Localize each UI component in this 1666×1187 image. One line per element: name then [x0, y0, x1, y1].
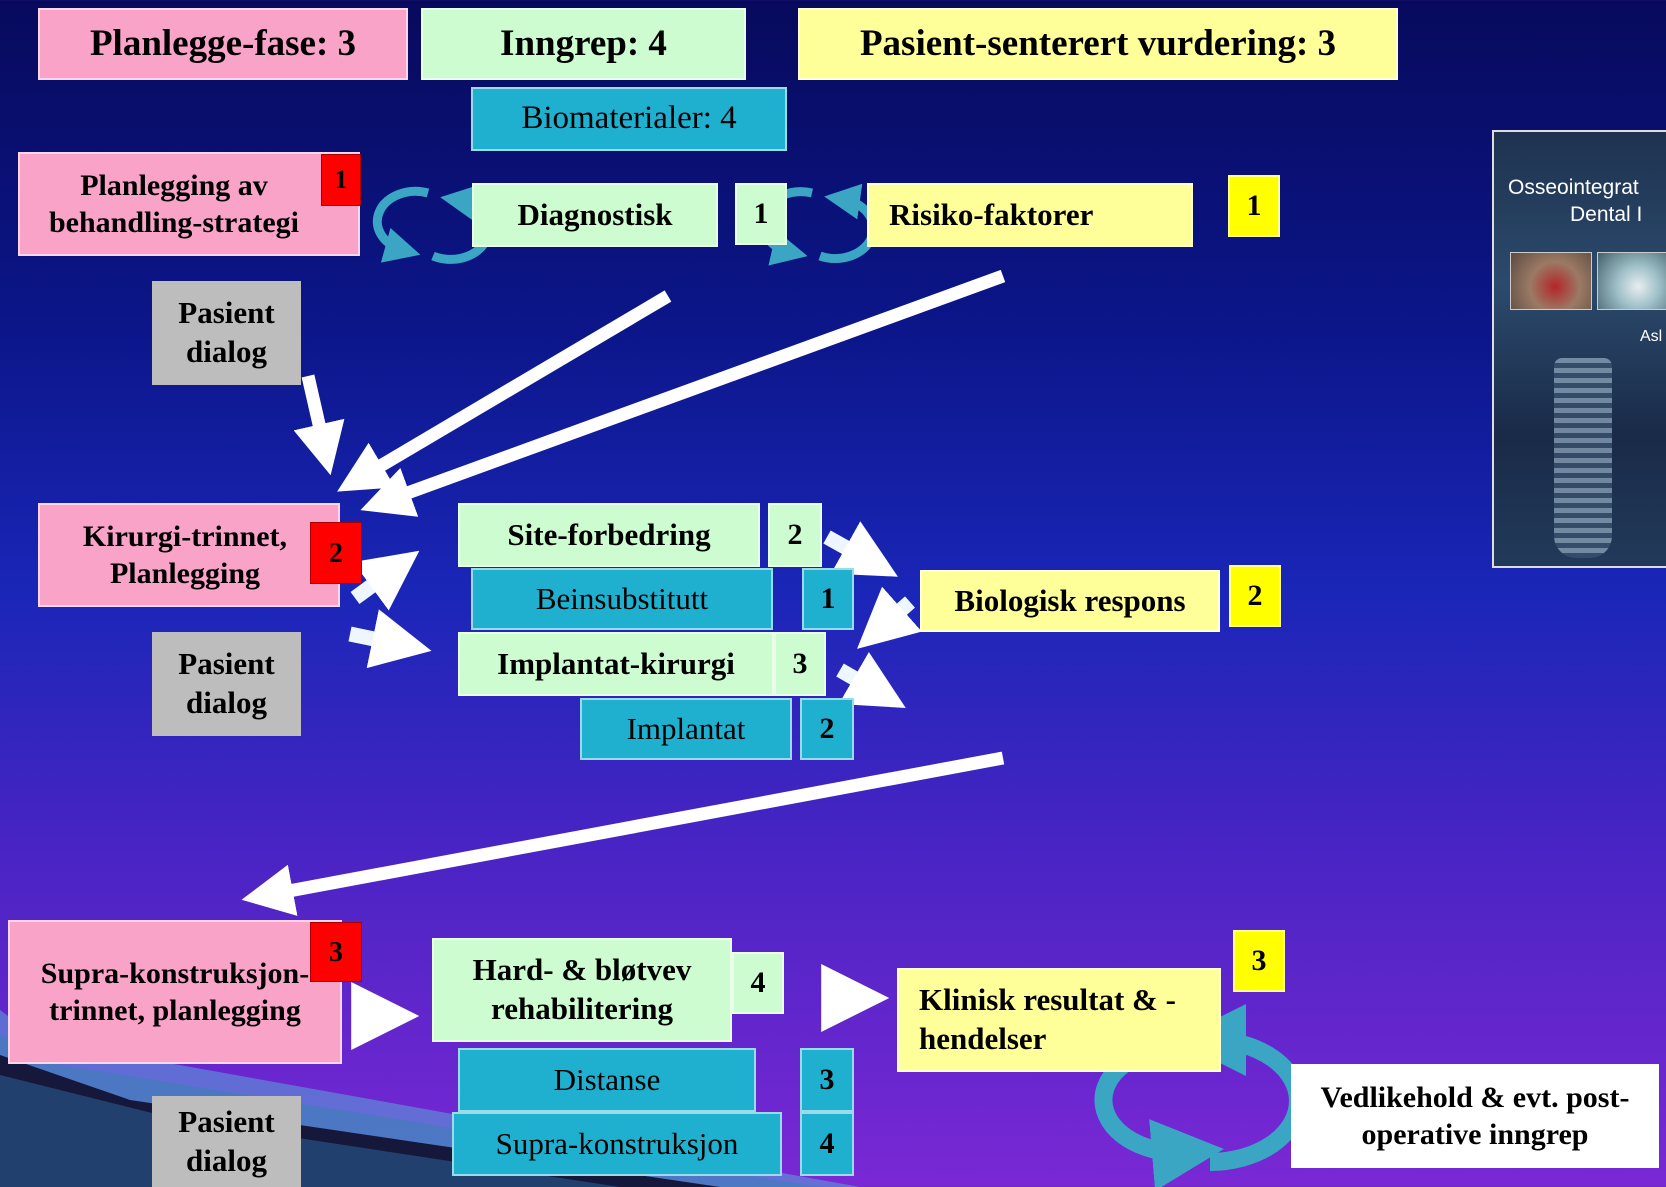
hard-soft-tissue-badge: 4 [732, 952, 784, 1014]
supra-structure-badge: 4 [800, 1112, 854, 1176]
arrow-right-icon [348, 609, 432, 669]
arrow-right-icon [823, 521, 898, 577]
arrow-down-icon [293, 374, 345, 476]
biological-response-badge: 2 [1229, 565, 1281, 627]
clinical-result-box: Klinisk resultat & -hendelser [897, 968, 1221, 1072]
arrow-right-icon [836, 652, 906, 709]
diagonal-arrow-icon [241, 751, 1005, 916]
arrow-right-icon [857, 586, 922, 649]
distance-badge: 3 [800, 1048, 854, 1112]
distance-box: Distanse [458, 1048, 756, 1112]
book-title-line2: Dental I [1570, 203, 1643, 226]
implant-surgery-badge: 3 [774, 632, 826, 696]
biological-response-box: Biologisk respons [920, 570, 1220, 632]
surgery-step-badge: 2 [310, 522, 362, 584]
header-procedure: Inngrep: 4 [421, 8, 746, 80]
book-photo-surgery [1510, 252, 1592, 310]
diagnostic-badge: 1 [735, 183, 787, 245]
risk-factors-box: Risiko-faktorer [867, 183, 1193, 247]
supra-construction-badge: 3 [310, 922, 362, 982]
header-biomaterials: Biomaterialer: 4 [471, 87, 787, 151]
book-photo-strip [1510, 252, 1666, 310]
book-author: Asl [1640, 328, 1663, 345]
clinical-result-badge: 3 [1233, 930, 1285, 992]
header-patient-centered: Pasient-senterert vurdering: 3 [798, 8, 1398, 80]
hard-soft-tissue-box: Hard- & bløtvev rehabilitering [432, 938, 732, 1042]
supra-construction-box: Supra-konstruksjon-trinnet, planlegging [8, 920, 342, 1064]
book-photo-implants [1597, 252, 1666, 310]
implant-illustration [1554, 358, 1612, 558]
patient-dialog-2: Pasient dialog [152, 632, 301, 736]
book-title-line1: Osseointegrat [1508, 176, 1639, 199]
patient-dialog-1: Pasient dialog [152, 281, 301, 385]
implant-badge: 2 [800, 698, 854, 760]
book-cover-image: Osseointegrat Dental I Asl [1492, 130, 1666, 568]
header-planning-phase: Planlegge-fase: 3 [38, 8, 408, 80]
risk-factors-badge: 1 [1228, 175, 1280, 237]
arrow-right-icon [350, 550, 420, 611]
implant-surgery-box: Implantat-kirurgi [458, 632, 774, 696]
site-improvement-box: Site-forbedring [458, 503, 760, 567]
planning-strategy-box: Planlegging av behandling-strategi [18, 152, 360, 256]
diagonal-arrow-icon [337, 290, 672, 492]
planning-strategy-badge: 1 [321, 154, 361, 206]
bone-substitute-badge: 1 [802, 568, 854, 630]
diagonal-arrow-icon [360, 269, 1006, 517]
maintenance-box: Vedlikehold & evt. post-operative inngre… [1291, 1064, 1659, 1168]
implant-box: Implantat [580, 698, 792, 760]
surgery-step-box: Kirurgi-trinnet, Planlegging [38, 503, 340, 607]
patient-dialog-3: Pasient dialog [152, 1096, 301, 1187]
site-improvement-badge: 2 [768, 503, 822, 567]
bone-substitute-box: Beinsubstitutt [471, 568, 773, 630]
supra-structure-box: Supra-konstruksjon [452, 1112, 782, 1176]
diagnostic-box: Diagnostisk [472, 183, 718, 247]
book-title: Osseointegrat Dental I [1508, 174, 1642, 228]
